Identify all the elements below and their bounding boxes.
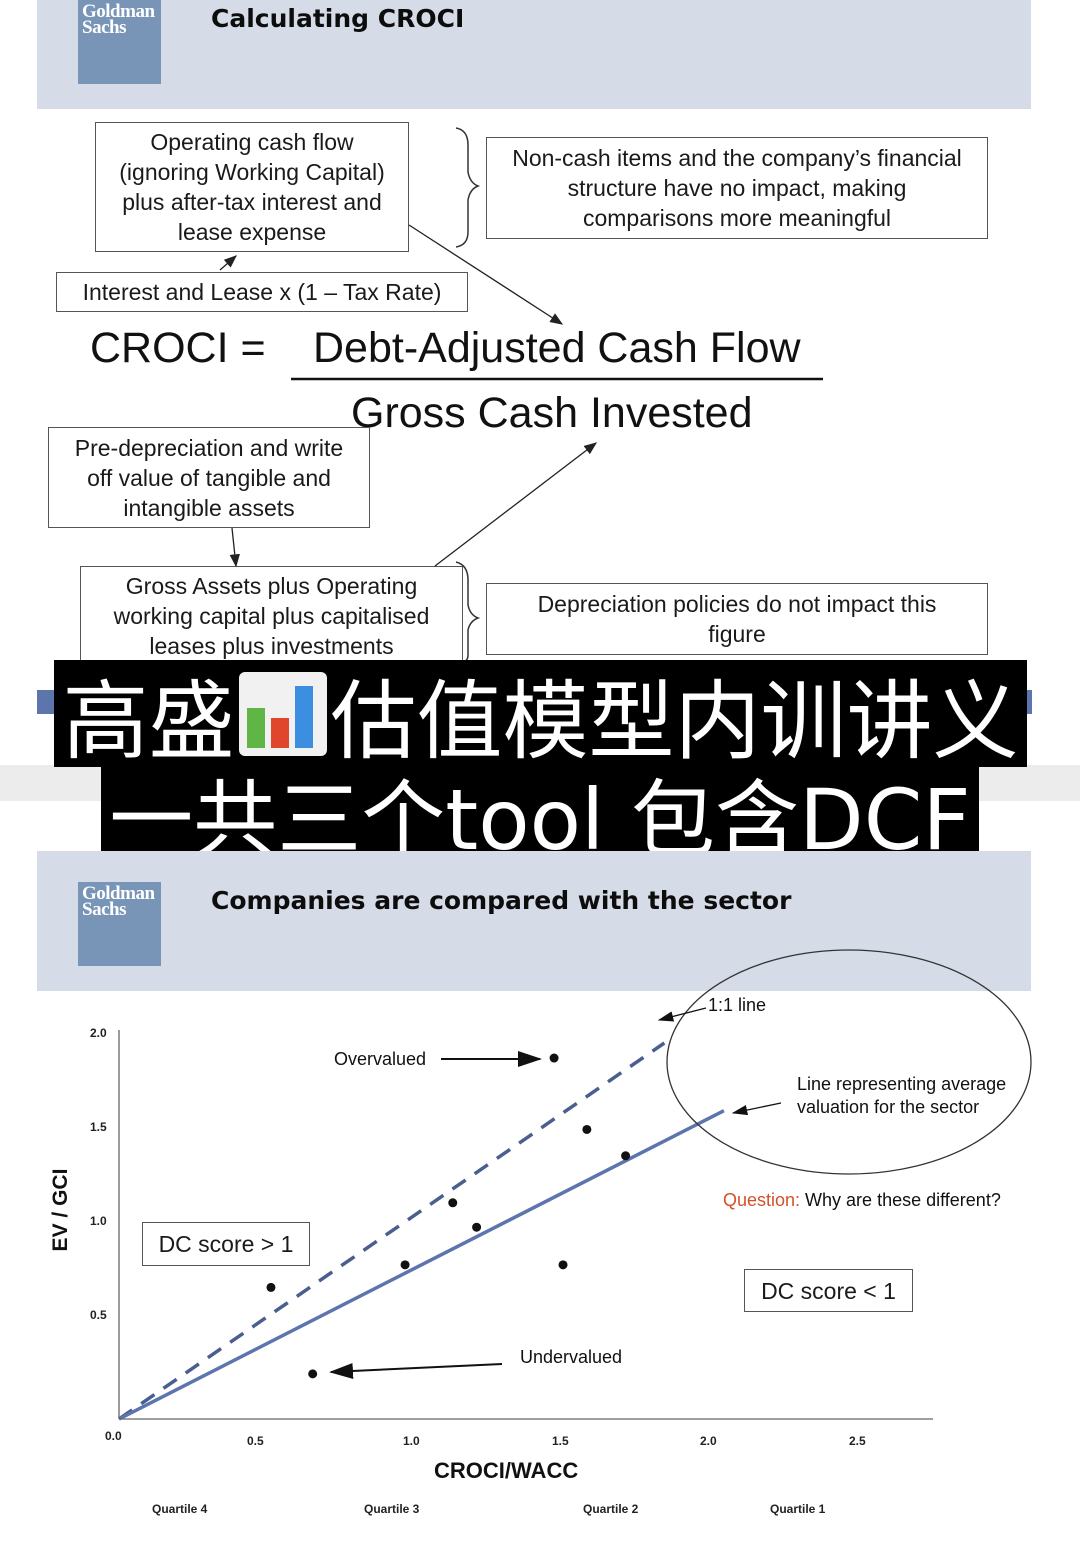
arrow-undervalued — [329, 1362, 503, 1379]
formula-lhs: CROCI = — [90, 324, 266, 372]
predep-box: Pre-depreciation and write off value of … — [48, 427, 370, 528]
data-point — [582, 1124, 592, 1134]
y-tick-2: 2.0 — [90, 1026, 107, 1040]
sector-ellipse — [666, 949, 1032, 1175]
line-11-label: 1:1 line — [708, 995, 767, 1015]
sector-line-label: Line representing average valuation for … — [797, 1074, 1007, 1117]
logo-text-2: Goldman Sachs — [82, 883, 155, 920]
banner-side-strip-left — [37, 690, 57, 714]
question-body: Why are these different? — [800, 1190, 1001, 1210]
x-tick-1: 1.0 — [403, 1434, 420, 1448]
question-label: Question: — [723, 1190, 801, 1210]
quartile-1-label: Quartile 1 — [770, 1502, 826, 1516]
dc-score-lt-box: DC score < 1 — [744, 1269, 913, 1312]
bar-chart-icon — [238, 671, 327, 756]
slide2-header — [37, 851, 1031, 991]
slide2-title: Companies are compared with the sector — [211, 886, 792, 915]
arrow-ocf-to-numerator — [408, 224, 564, 325]
banner-text-b: 估值模型内训讲义 — [330, 672, 1019, 772]
goldman-sachs-logo: Goldman Sachs — [78, 0, 161, 84]
data-point — [448, 1198, 458, 1208]
formula-denominator: Gross Cash Invested — [351, 389, 753, 437]
data-point — [266, 1282, 276, 1292]
dc-score-gt-box: DC score > 1 — [142, 1222, 310, 1266]
goldman-sachs-logo-2: Goldman Sachs — [78, 882, 161, 966]
quartile-2-label: Quartile 2 — [583, 1502, 639, 1516]
quartile-4-label: Quartile 4 — [152, 1502, 208, 1516]
logo-text: Goldman Sachs — [82, 1, 155, 38]
x-axis-label: CROCI/WACC — [434, 1458, 579, 1483]
x-tick-0-5: 0.5 — [247, 1434, 264, 1448]
y-tick-1: 1.0 — [90, 1214, 107, 1228]
arrow-gross-to-denominator — [434, 442, 598, 567]
x-tick-2-5: 2.5 — [849, 1434, 866, 1448]
ocf-box: Operating cash flow (ignoring Working Ca… — [95, 122, 409, 252]
banner-text-a: 高盛 — [62, 672, 235, 772]
arrow-sector-line — [731, 1102, 782, 1116]
y-tick-1-5: 1.5 — [90, 1120, 107, 1134]
data-point — [308, 1369, 318, 1379]
origin-tick: 0.0 — [105, 1429, 122, 1443]
one-to-one-line — [118, 1041, 666, 1421]
arrow-interest-to-ocf — [219, 255, 237, 271]
banner-line-1: 高盛 估值模型内训讲义 — [54, 660, 1027, 772]
overvalued-label: Overvalued — [334, 1049, 427, 1069]
slide1-header — [37, 0, 1031, 109]
formula-numerator: Debt-Adjusted Cash Flow — [313, 324, 801, 372]
question-text: Question: Why are these different? — [723, 1190, 1001, 1211]
y-axis-label: EV / GCI — [49, 1168, 72, 1252]
data-point — [549, 1053, 559, 1063]
gross-assets-box: Gross Assets plus Operating working capi… — [80, 566, 463, 666]
sector-average-line — [118, 1109, 725, 1421]
x-tick-2: 2.0 — [700, 1434, 717, 1448]
data-point — [558, 1260, 568, 1270]
arrow-11-line — [657, 1007, 707, 1022]
brace-top — [455, 127, 481, 248]
data-point — [400, 1260, 410, 1270]
depreciation-box: Depreciation policies do not impact this… — [486, 583, 988, 655]
interest-box: Interest and Lease x (1 – Tax Rate) — [56, 272, 468, 312]
y-tick-0-5: 0.5 — [90, 1308, 107, 1322]
arrow-predep-to-gross — [229, 527, 240, 568]
slide1-connectors — [219, 127, 823, 665]
banner-side-strip-right — [1024, 690, 1032, 714]
brace-bottom — [455, 561, 481, 665]
x-tick-1-5: 1.5 — [552, 1434, 569, 1448]
slide1-title: Calculating CROCI — [211, 4, 465, 33]
undervalued-label: Undervalued — [520, 1347, 623, 1367]
quartile-3-label: Quartile 3 — [364, 1502, 420, 1516]
data-point — [472, 1222, 482, 1232]
data-point — [621, 1151, 631, 1161]
noncash-box: Non-cash items and the company’s financi… — [486, 137, 988, 239]
